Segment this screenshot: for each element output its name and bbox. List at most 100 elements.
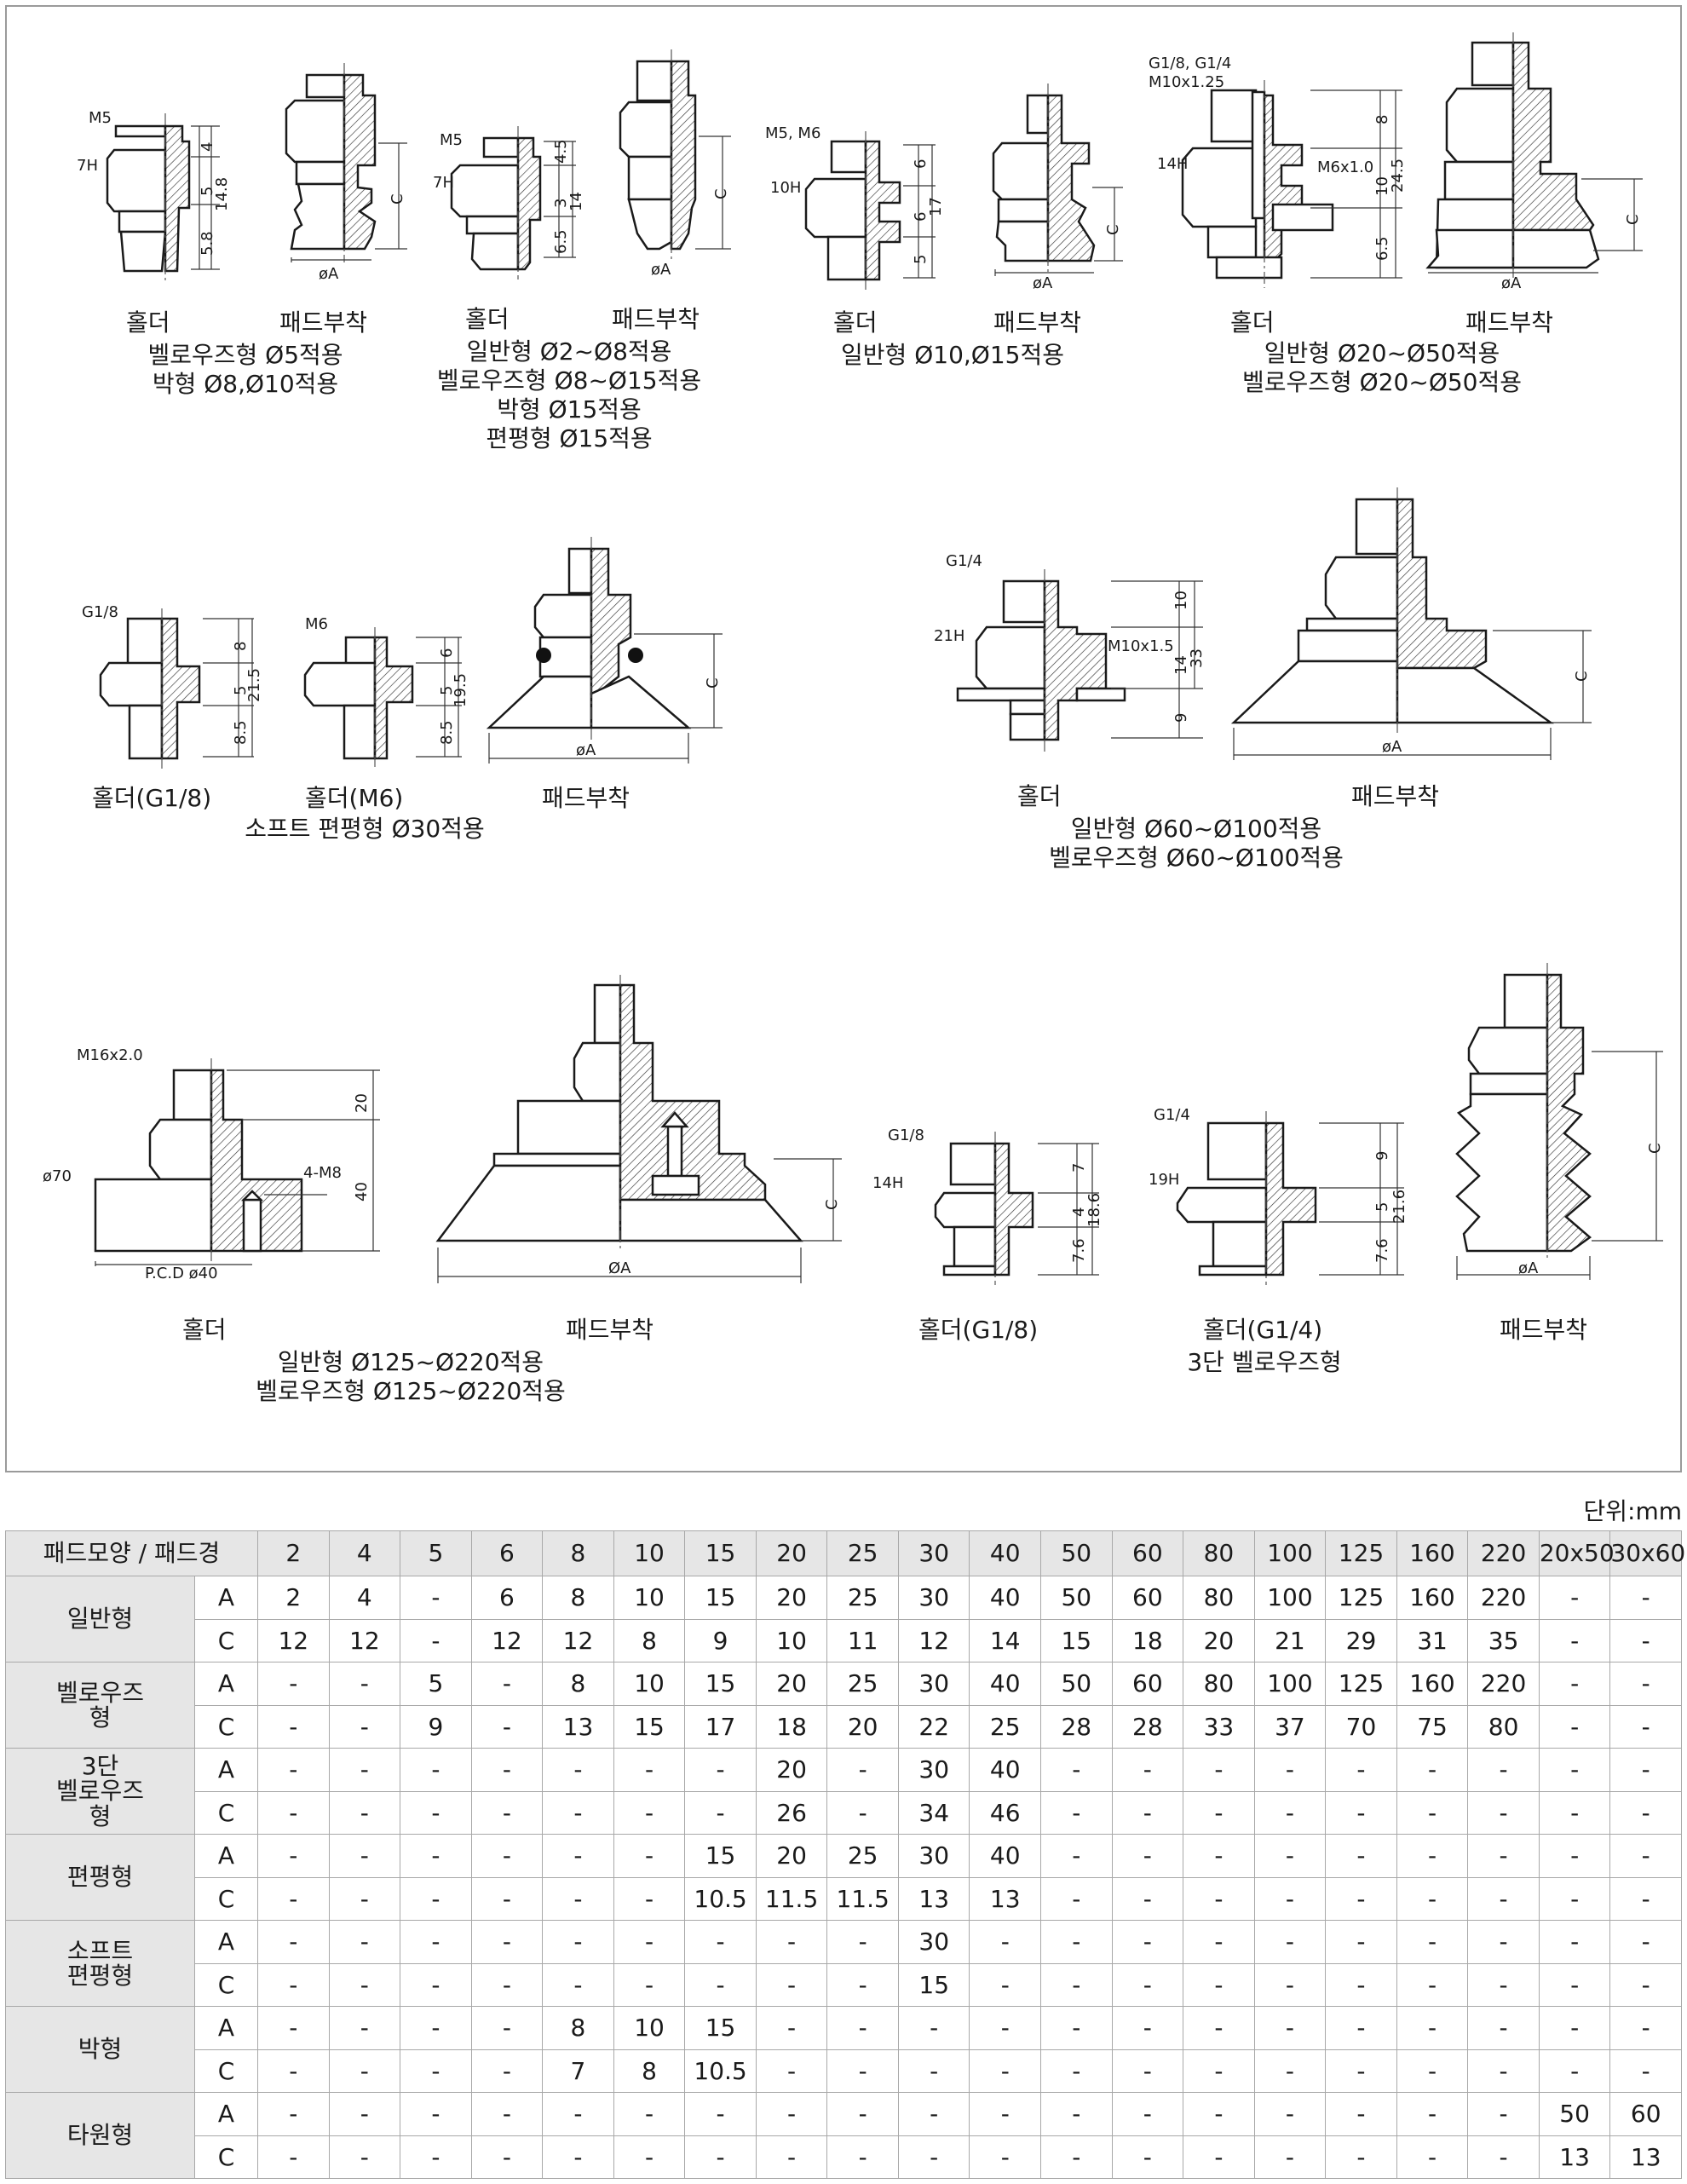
table-cell: 15 xyxy=(613,1704,686,1749)
dim-label: C xyxy=(704,677,722,689)
pad-type-label: 편평형 xyxy=(66,1863,134,1892)
dim-label: 5 xyxy=(232,686,250,695)
table-cell: - xyxy=(1325,1876,1397,1921)
pad-type-label: 소프트 xyxy=(66,1936,134,1965)
table-cell: - xyxy=(613,1962,686,2007)
dim-label: 17 xyxy=(927,197,945,216)
table-cell: - xyxy=(1040,1920,1113,1964)
table-cell: - xyxy=(969,2092,1042,2136)
holder-caption: 홀더(G1/8) xyxy=(918,1316,1038,1344)
table-cell: - xyxy=(1609,1962,1682,2007)
apply-line: 박형 Ø15적용 xyxy=(497,395,642,424)
holder-caption: 홀더 xyxy=(833,308,878,337)
table-cell: - xyxy=(1040,2135,1113,2179)
table-cell: - xyxy=(1111,1790,1184,1835)
table-cell: - xyxy=(1538,1790,1611,1835)
pad-type-header: 박형 xyxy=(5,2006,195,2093)
table-cell: - xyxy=(257,2049,330,2093)
table-cell: 50 xyxy=(1040,1576,1113,1620)
holder-drawing-1 xyxy=(106,113,220,284)
table-cell: - xyxy=(1609,1704,1682,1749)
pad-type-label: 벨로우즈 xyxy=(55,1678,145,1707)
table-cell: - xyxy=(328,2006,401,2050)
table-cell: - xyxy=(1325,1962,1397,2007)
table-cell: - xyxy=(1183,1834,1255,1878)
table-cell: 13 xyxy=(1538,2135,1611,2179)
dim-label: 14H xyxy=(1157,155,1188,173)
table-cell: - xyxy=(542,2092,614,2136)
table-cell: - xyxy=(257,1962,330,2007)
table-cell: 15 xyxy=(684,1834,757,1878)
table-cell: 28 xyxy=(1040,1704,1113,1749)
table-cell: - xyxy=(1538,2006,1611,2050)
table-cell: - xyxy=(897,2135,970,2179)
table-cell: 20 xyxy=(755,1662,828,1706)
table-cell: - xyxy=(1040,1876,1113,1921)
table-cell: - xyxy=(1040,1790,1113,1835)
table-cell: - xyxy=(613,1876,686,1921)
table-cell: 8 xyxy=(542,2006,614,2050)
table-cell: - xyxy=(257,2135,330,2179)
dim-label: 8.5 xyxy=(438,720,456,745)
table-cell: - xyxy=(328,1920,401,1964)
dim-label: P.C.D ø40 xyxy=(145,1265,218,1282)
dim-label: 5 xyxy=(1373,1202,1391,1212)
dim-label: C xyxy=(1104,224,1122,235)
table-cell: - xyxy=(328,2092,401,2136)
table-cell: - xyxy=(1183,2049,1255,2093)
column-header: 125 xyxy=(1325,1530,1397,1576)
table-cell: 20 xyxy=(826,1704,899,1749)
dim-label: 14 xyxy=(1172,655,1190,675)
table-cell: 60 xyxy=(1111,1662,1184,1706)
table-cell: 15 xyxy=(684,1662,757,1706)
table-cell: 12 xyxy=(470,1618,544,1662)
dim-label: 40 xyxy=(353,1182,371,1201)
table-cell: 33 xyxy=(1183,1704,1255,1749)
table-cell: - xyxy=(328,1662,401,1706)
holder-caption: 홀더 xyxy=(182,1316,227,1344)
table-cell: 28 xyxy=(1111,1704,1184,1749)
table-cell: 21 xyxy=(1253,1618,1327,1662)
dim-label: 14.8 xyxy=(213,177,231,211)
table-cell: - xyxy=(542,1876,614,1921)
table-cell: 100 xyxy=(1253,1576,1327,1620)
column-header: 50 xyxy=(1040,1530,1113,1576)
dim-label: 5 xyxy=(912,255,930,264)
dim-label: G1/4 xyxy=(946,552,982,570)
table-cell: - xyxy=(1253,1962,1327,2007)
corner-header: 패드모양 / 패드경 xyxy=(5,1530,258,1576)
table-cell: - xyxy=(969,2135,1042,2179)
table-cell: - xyxy=(1111,2092,1184,2136)
apply-line: 박형 Ø8,Ø10적용 xyxy=(153,370,338,398)
table-cell: - xyxy=(1325,1790,1397,1835)
table-cell: - xyxy=(755,1920,828,1964)
table-cell: - xyxy=(328,1748,401,1792)
column-header: 10 xyxy=(613,1530,686,1576)
table-row: C---------15---------- xyxy=(6,1962,1682,2007)
dim-label: C xyxy=(823,1199,841,1210)
table-cell: - xyxy=(1396,2135,1469,2179)
table-cell: - xyxy=(470,1662,544,1706)
table-cell: - xyxy=(1538,1704,1611,1749)
table-cell: 11.5 xyxy=(755,1876,828,1921)
table-cell: - xyxy=(257,1748,330,1792)
table-cell: - xyxy=(1253,1790,1327,1835)
apply-line: 소프트 편평형 Ø30적용 xyxy=(245,815,485,843)
table-cell: 2 xyxy=(257,1576,330,1620)
table-cell: 34 xyxy=(897,1790,970,1835)
table-cell: - xyxy=(755,2006,828,2050)
table-cell: - xyxy=(1538,1962,1611,2007)
table-cell: 26 xyxy=(755,1790,828,1835)
table-cell: - xyxy=(1183,2092,1255,2136)
table-cell: - xyxy=(542,1790,614,1835)
table-cell: - xyxy=(1467,2092,1540,2136)
dim-label: øA xyxy=(1518,1259,1539,1277)
column-header: 2 xyxy=(257,1530,330,1576)
dim-label: M6x1.0 xyxy=(1317,158,1373,176)
